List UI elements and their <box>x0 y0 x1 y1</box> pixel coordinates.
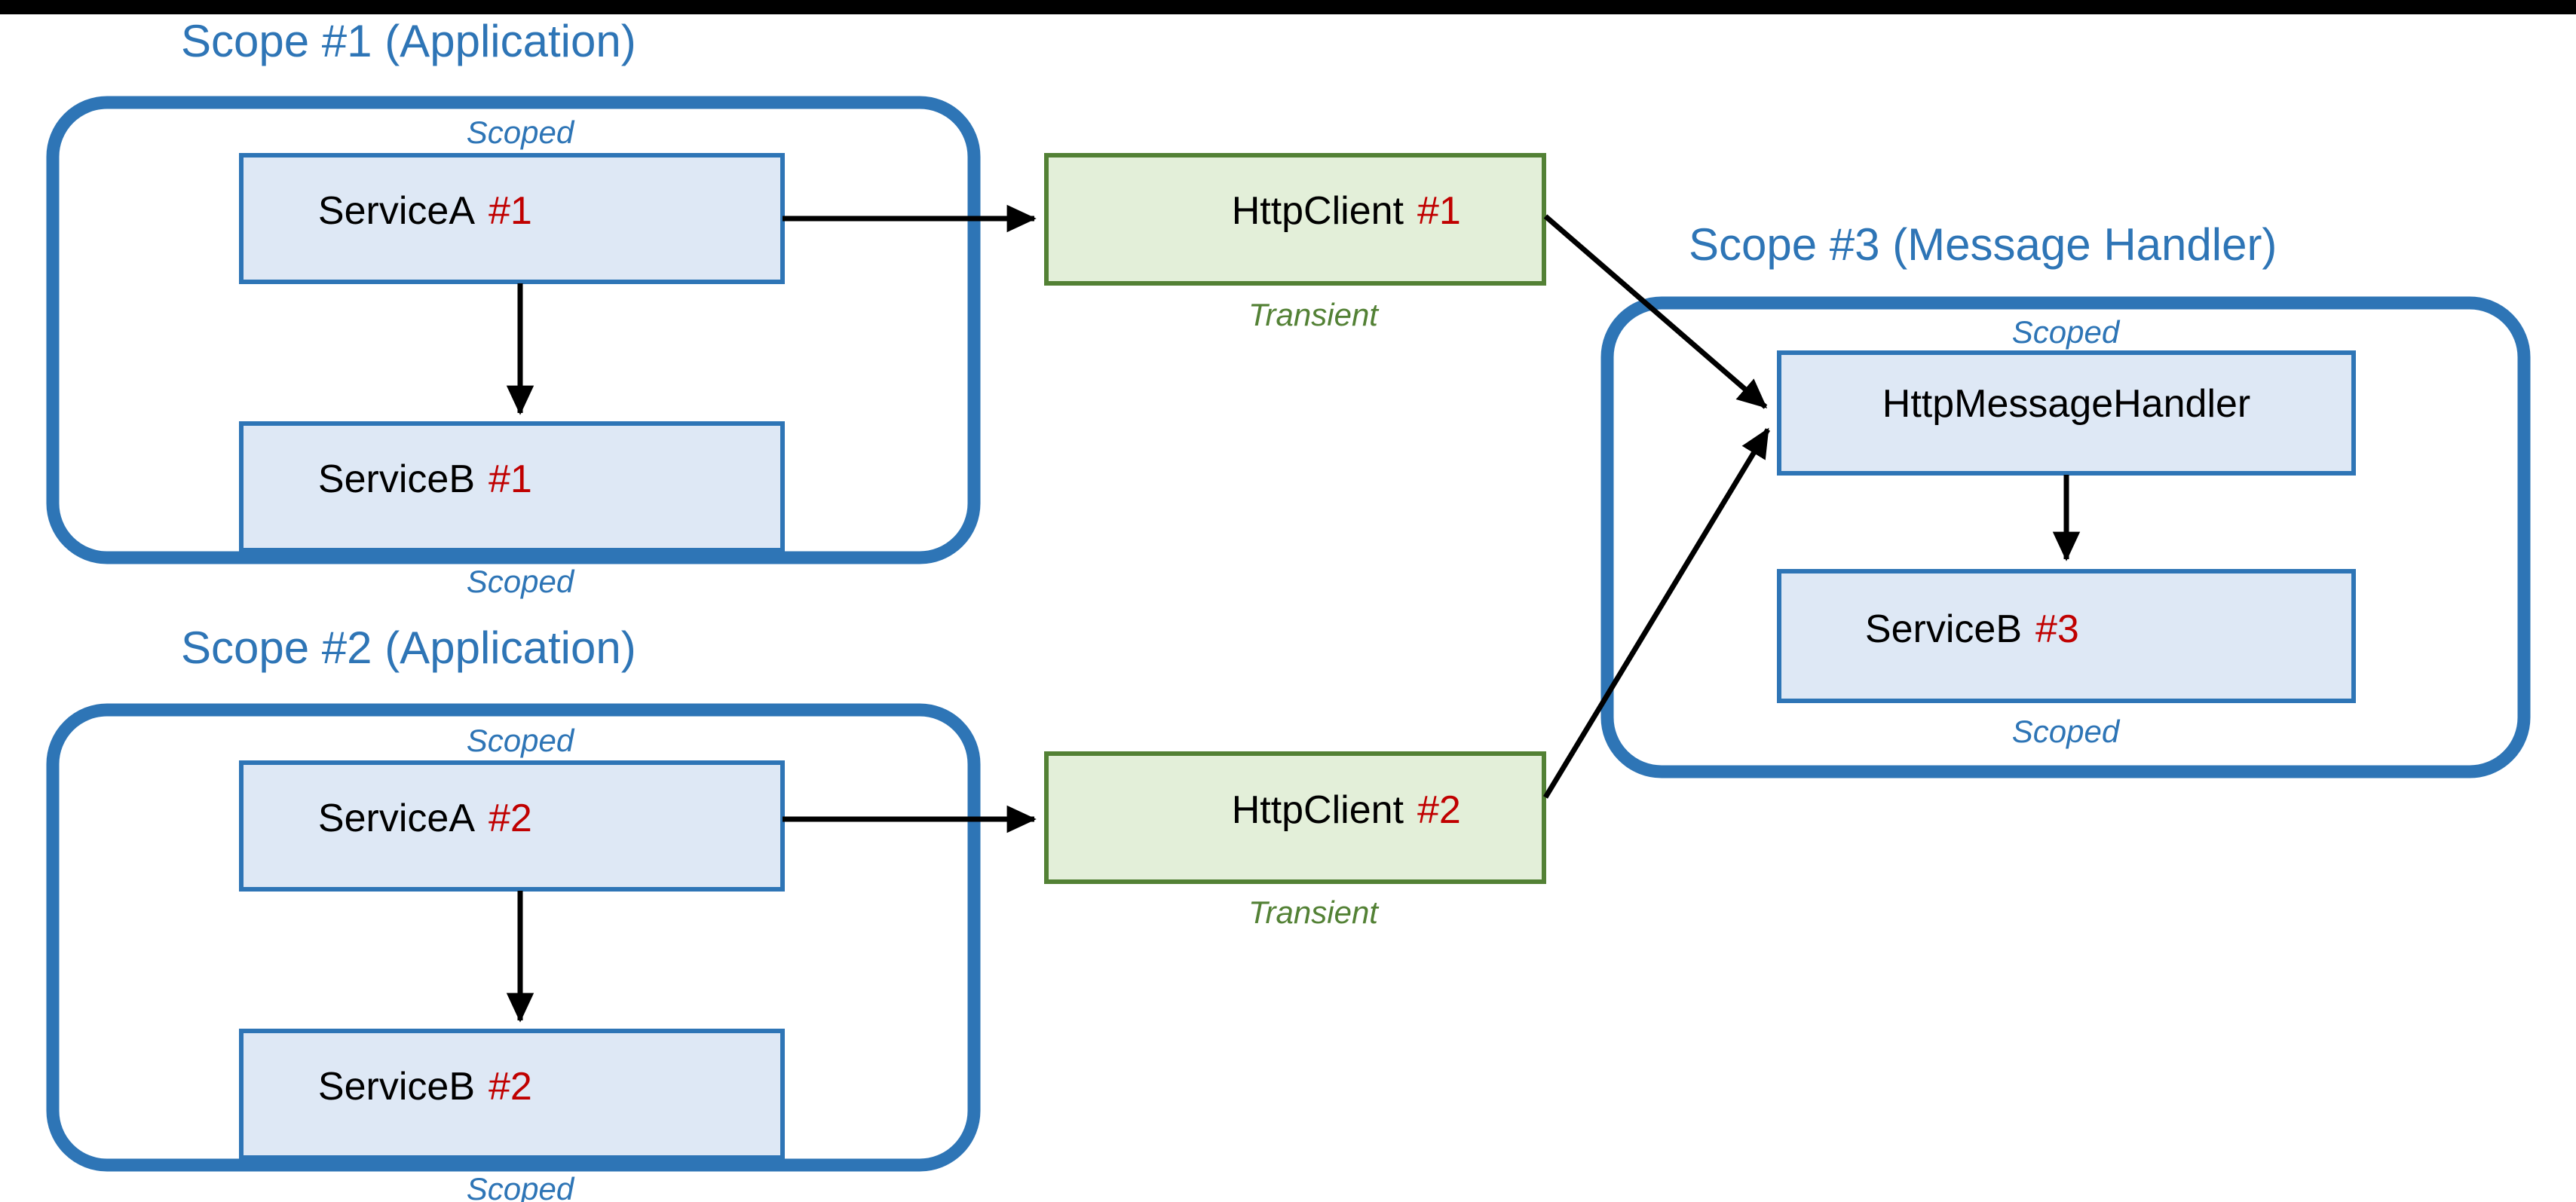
http-client-2-label: HttpClient <box>1232 788 1404 832</box>
http-client-2-lifetime: Transient <box>1248 895 1380 930</box>
http-client-2-number: #2 <box>1417 788 1461 832</box>
http-client-1-label: HttpClient <box>1232 189 1404 233</box>
http-message-handler-lifetime-top: Scoped <box>2012 314 2121 350</box>
service-b-1-label: ServiceB <box>318 457 475 501</box>
service-a-2-box[interactable] <box>239 760 785 892</box>
scope3-container <box>1600 296 2531 778</box>
scope3-title: Scope #3 (Message Handler) <box>1689 219 2277 270</box>
service-b-2-box[interactable] <box>239 1029 785 1160</box>
http-client-2-box[interactable] <box>1044 751 1546 884</box>
scope1-title: Scope #1 (Application) <box>181 16 636 66</box>
http-client-1-lifetime: Transient <box>1248 297 1380 332</box>
service-b-2-lifetime-bottom: Scoped <box>467 1171 575 1202</box>
http-message-handler-label: HttpMessageHandler <box>1882 382 2250 426</box>
service-b-3-lifetime-bottom: Scoped <box>2012 714 2121 749</box>
service-b-2-number: #2 <box>489 1065 532 1109</box>
service-b-1-lifetime-bottom: Scoped <box>467 564 575 599</box>
service-b-1-number: #1 <box>489 457 532 501</box>
service-b-1-box[interactable] <box>239 421 785 552</box>
service-b-2-label: ServiceB <box>318 1065 475 1109</box>
service-a-2-lifetime-top: Scoped <box>467 723 575 758</box>
http-client-1-box[interactable] <box>1044 153 1546 286</box>
scope1-container <box>46 96 981 564</box>
service-a-2-number: #2 <box>489 797 532 840</box>
service-a-1-number: #1 <box>489 189 532 233</box>
service-a-2-label: ServiceA <box>318 797 475 840</box>
top-black-bar <box>0 0 2576 14</box>
service-a-1-lifetime-top: Scoped <box>467 115 575 150</box>
edge-http-client-2-to-http-message-handler <box>1543 427 1770 799</box>
service-a-1-label: ServiceA <box>318 189 475 233</box>
edge-http-client-1-to-http-message-handler <box>1543 214 1768 409</box>
service-b-3-label: ServiceB <box>1865 607 2022 651</box>
scope2-container <box>46 703 981 1172</box>
service-b-3-box[interactable] <box>1777 569 2356 703</box>
scope2-title: Scope #2 (Application) <box>181 622 636 673</box>
service-a-1-box[interactable] <box>239 153 785 284</box>
http-client-1-number: #1 <box>1417 189 1461 233</box>
service-b-3-number: #3 <box>2035 607 2079 651</box>
http-message-handler-box[interactable] <box>1777 350 2356 476</box>
